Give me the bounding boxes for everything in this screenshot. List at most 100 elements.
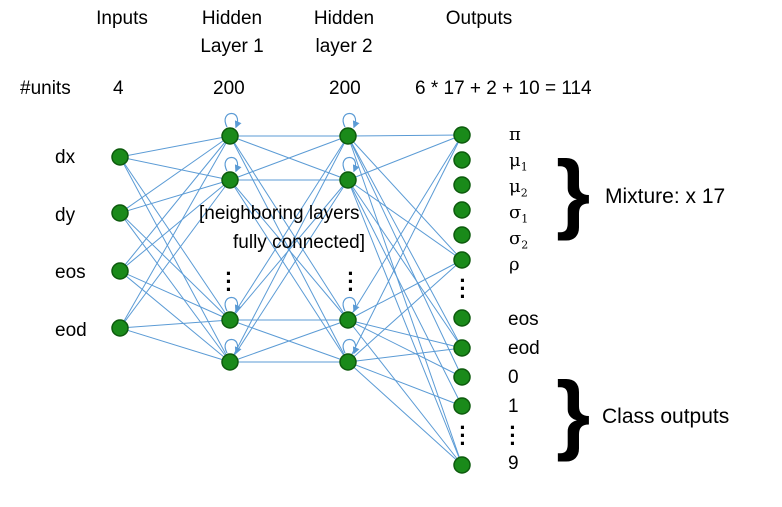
output-label-eod: eod [508, 338, 540, 359]
edge-h23-out5 [347, 259, 463, 363]
edge-in3-h13 [119, 327, 231, 363]
hidden1-ellipsis: ··· [225, 261, 233, 302]
edge-h21-out7 [347, 179, 463, 349]
recurrent-loop-h1-1 [224, 156, 242, 173]
output-ellipsis-lower: ··· [459, 415, 467, 456]
edge-h21-out0 [347, 134, 463, 181]
input-node-0 [111, 148, 129, 166]
edge-in0-h13 [119, 156, 231, 363]
subscript: 1 [520, 160, 528, 174]
edge-h20-out0 [347, 134, 463, 137]
output-node-1 [453, 151, 471, 169]
output-node-9 [453, 397, 471, 415]
output-node-3 [453, 201, 471, 219]
units-label: #units [20, 78, 71, 99]
recurrent-loop-h2-2 [342, 296, 360, 313]
recurrent-loop-h2-3 [342, 338, 360, 355]
edge-in0-h10 [119, 135, 231, 158]
annotation-line2: fully connected] [233, 232, 366, 253]
edge-in3-h12 [119, 319, 231, 329]
header-hidden1-line1: Hidden [201, 8, 263, 29]
edge-h22-out7 [347, 319, 463, 349]
mu-symbol: μ [509, 150, 521, 171]
class-label-ellipsis: ··· [509, 415, 517, 456]
mu-symbol: μ [509, 176, 521, 197]
subscript: 1 [521, 212, 529, 226]
input-node-1 [111, 204, 129, 222]
edge-in1-h11 [119, 179, 231, 214]
input-label-eod: eod [55, 320, 87, 341]
hidden2-node-2 [339, 311, 357, 329]
edge-in3-h10 [119, 135, 231, 329]
rho-symbol: ρ [509, 254, 520, 275]
edge-h23-out0 [347, 134, 463, 363]
header-hidden2-line1: Hidden [313, 8, 375, 29]
recurrent-loops [224, 112, 360, 355]
edge-in0-h11 [119, 156, 231, 181]
recurrent-loop-h2-0 [342, 112, 360, 129]
edge-in2-h10 [119, 135, 231, 272]
edge-h22-out0 [347, 134, 463, 321]
hidden1-node-3 [221, 353, 239, 371]
edge-in0-h12 [119, 156, 231, 321]
output-label-eos: eos [508, 309, 539, 330]
subscript: 2 [521, 238, 529, 252]
edge-in2-h12 [119, 270, 231, 321]
recurrent-loop-h1-3 [224, 338, 242, 355]
output-node-2 [453, 176, 471, 194]
edge-in3-h11 [119, 179, 231, 329]
edge-in2-h11 [119, 179, 231, 272]
edge-h13-h22 [229, 319, 349, 363]
input-label-eos: eos [55, 262, 86, 283]
output-label-mu2: μ2 [509, 176, 528, 205]
connection-edges [119, 134, 463, 466]
recurrent-loop-h1-2 [224, 296, 242, 313]
output-label-sigma2: σ2 [509, 228, 528, 257]
input-label-dx: dx [55, 147, 76, 168]
unit-nodes [111, 126, 471, 474]
output-label-mu1: μ1 [509, 150, 528, 179]
units-hidden1: 200 [213, 78, 245, 99]
output-ellipsis-upper: ··· [459, 268, 467, 309]
edge-in1-h12 [119, 212, 231, 321]
annotation-line1: [neighboring layers [199, 203, 360, 224]
output-node-10 [453, 456, 471, 474]
output-node-0 [453, 126, 471, 144]
units-hidden2: 200 [329, 78, 361, 99]
header-outputs: Outputs [445, 8, 513, 29]
edge-h22-out5 [347, 259, 463, 321]
hidden1-node-2 [221, 311, 239, 329]
edge-h21-out10 [347, 179, 463, 466]
edge-h20-outx [347, 135, 463, 378]
input-label-dy: dy [55, 205, 76, 226]
edge-in1-h10 [119, 135, 231, 214]
output-node-6 [453, 309, 471, 327]
edge-in2-h13 [119, 270, 231, 363]
edge-h23-out10 [347, 361, 463, 466]
header-hidden1-line2: Layer 1 [200, 36, 264, 57]
pi-symbol: π [509, 124, 521, 145]
output-label-class9: 9 [508, 453, 519, 474]
output-label-class1: 1 [508, 396, 519, 417]
edge-h21-outx [347, 179, 463, 407]
output-node-8 [453, 368, 471, 386]
edge-h20-out10 [347, 135, 463, 466]
edge-h12-h20 [229, 135, 349, 321]
input-node-2 [111, 262, 129, 280]
header-inputs: Inputs [96, 8, 148, 29]
subscript: 2 [520, 186, 528, 200]
sigma-symbol: σ [509, 202, 522, 223]
edge-in1-h13 [119, 212, 231, 363]
output-label-pi: π [509, 124, 521, 146]
hidden1-node-0 [221, 127, 239, 145]
output-label-sigma1: σ1 [509, 202, 528, 231]
hidden2-node-0 [339, 127, 357, 145]
edge-h21-out5 [347, 179, 463, 261]
output-label-rho: ρ [509, 254, 520, 276]
edge-h22-out10 [347, 319, 463, 466]
header-hidden2-line2: layer 2 [315, 36, 373, 57]
hidden2-node-3 [339, 353, 357, 371]
hidden2-ellipsis: ··· [347, 261, 355, 302]
